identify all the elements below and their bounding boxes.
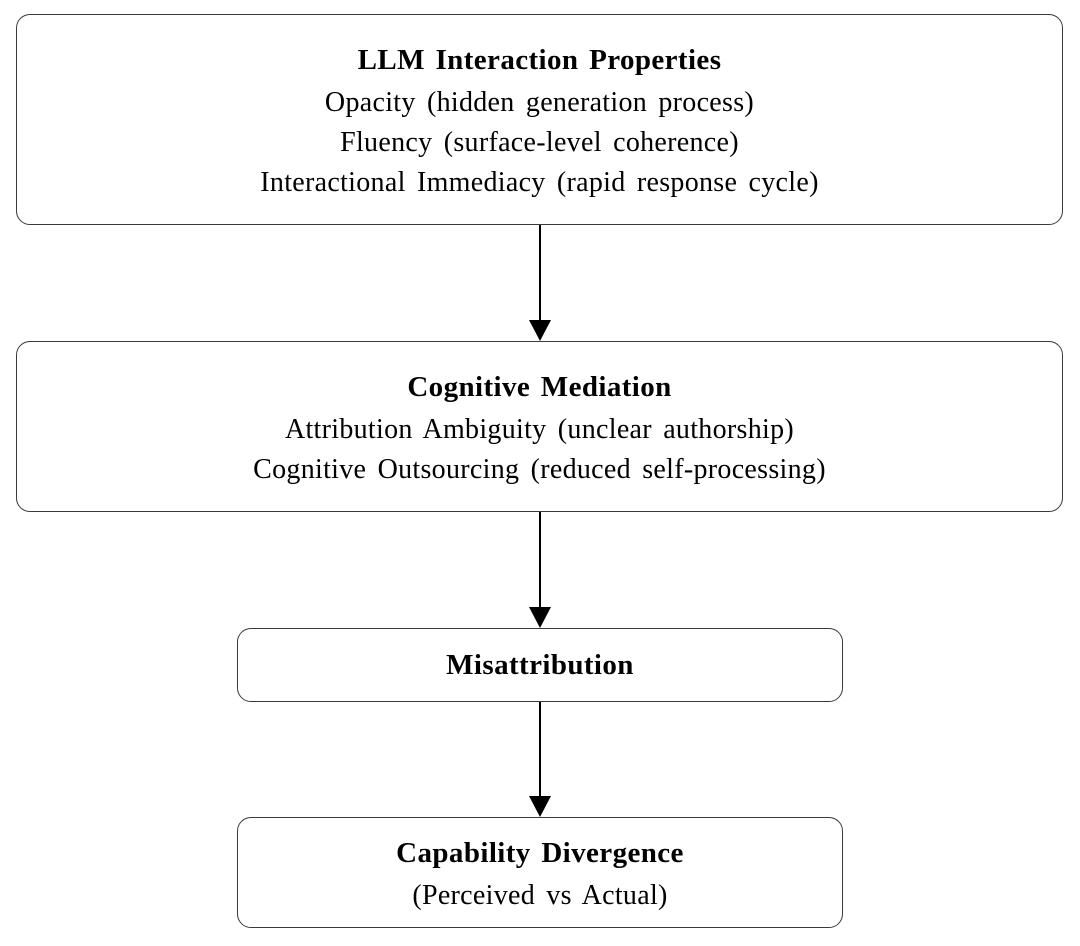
node-title: LLM Interaction Properties	[357, 43, 722, 76]
node-item-attribution-ambiguity: Attribution Ambiguity (unclear authorshi…	[284, 413, 795, 445]
arrowhead-down-icon	[529, 607, 551, 628]
node-cognitive-mediation: Cognitive Mediation Attribution Ambiguit…	[16, 341, 1063, 512]
arrow-2	[529, 512, 551, 628]
node-capability-divergence: Capability Divergence (Perceived vs Actu…	[237, 817, 843, 928]
arrowhead-down-icon	[529, 796, 551, 817]
node-item-opacity: Opacity (hidden generation process)	[324, 86, 755, 118]
node-title: Misattribution	[446, 649, 634, 681]
arrow-line	[539, 702, 541, 796]
node-item-cognitive-outsourcing: Cognitive Outsourcing (reduced self-proc…	[253, 453, 826, 485]
arrow-1	[529, 225, 551, 341]
node-item-fluency: Fluency (surface-level coherence)	[340, 126, 739, 158]
arrowhead-down-icon	[529, 320, 551, 341]
node-llm-interaction-properties: LLM Interaction Properties Opacity (hidd…	[16, 14, 1063, 225]
arrow-line	[539, 225, 541, 320]
node-item-perceived-vs-actual: (Perceived vs Actual)	[412, 879, 668, 911]
node-title: Capability Divergence	[396, 836, 684, 869]
arrow-3	[529, 702, 551, 817]
node-title: Cognitive Mediation	[407, 370, 672, 403]
node-item-interactional-immediacy: Interactional Immediacy (rapid response …	[260, 166, 819, 198]
node-misattribution: Misattribution	[237, 628, 843, 702]
arrow-line	[539, 512, 541, 607]
